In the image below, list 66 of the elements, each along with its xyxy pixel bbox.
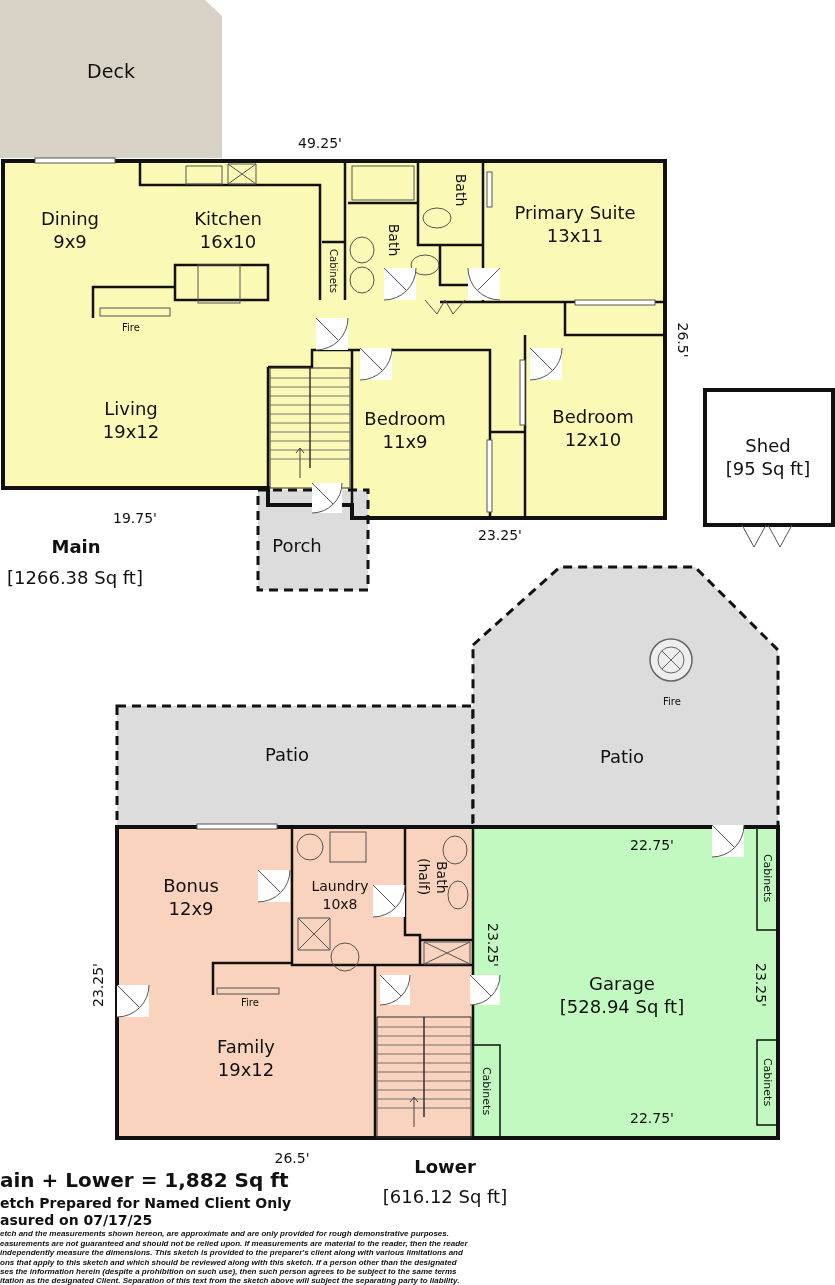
dimension-label: 23.25' <box>89 963 107 1007</box>
total-area: ain + Lower = 1,882 Sq ft <box>0 1168 289 1192</box>
floor-area: [1266.38 Sq ft] <box>7 567 143 589</box>
room-name: Laundry <box>311 877 369 895</box>
cabinets-label: Cabinets <box>760 1057 774 1107</box>
room-name: Deck <box>87 60 135 84</box>
dimension-label: 26.5' <box>274 1149 310 1167</box>
room-name: Bath <box>384 223 402 257</box>
room-dimensions: 16x10 <box>198 230 258 253</box>
room-name: Patio <box>599 745 645 769</box>
patio-area <box>117 706 473 827</box>
floor-name: Main <box>51 536 101 558</box>
room-area: [95 Sq ft] <box>725 457 811 480</box>
disclaimer-line: easurements are not guaranteed and should not be relied upon. If measurements are material to the reader, then the reader <box>0 1238 468 1249</box>
cabinets-label: Cabinets <box>479 1066 493 1116</box>
room-dimensions: 19x12 <box>102 420 160 443</box>
room-dimensions: 11x9 <box>381 430 429 453</box>
room-dimensions: 9x9 <box>52 230 88 253</box>
disclaimer-line: independently measure the dimensions. This sketch is provided to the preparer's client along with various limitations and <box>0 1248 463 1258</box>
room-dimensions: 12x10 <box>563 428 623 451</box>
room-name: Bath (half) <box>415 857 450 898</box>
disclaimer-line: ses the information herein (despite a prohibition on such use), then such person agrees to be subject to the same terms <box>0 1267 457 1277</box>
room-name: Bedroom <box>364 407 446 430</box>
room-name: Garage <box>588 972 656 995</box>
dimension-label: 23.25' <box>484 923 502 967</box>
floor-name: Lower <box>414 1156 476 1178</box>
dimension-label: 26.5' <box>674 322 692 358</box>
porch-area <box>258 490 368 590</box>
room-dimensions: 10x8 <box>321 895 359 913</box>
dimension-label: 22.75' <box>630 1109 674 1127</box>
disclaimer-line: etch and the measurements shown hereon, are approximate and are only provided for rough demonstrative purposes. <box>0 1229 449 1239</box>
note: etch Prepared for Named Client Only <box>0 1194 292 1212</box>
room-name: Primary Suite <box>514 201 636 224</box>
deck-area <box>0 0 222 158</box>
room-name: Kitchen <box>194 207 262 230</box>
cabinet-area <box>757 1040 778 1125</box>
dimension-label: 23.25' <box>752 963 770 1007</box>
cabinets-label: Cabinets <box>760 853 774 903</box>
fireplace-label: Fire <box>241 997 259 1009</box>
shed-area <box>705 390 833 525</box>
floor-area: [616.12 Sq ft] <box>382 1186 508 1208</box>
dimension-label: 22.75' <box>630 836 674 854</box>
patio-area <box>473 567 778 827</box>
room-area: [528.94 Sq ft] <box>559 995 685 1018</box>
fireplace-label: Fire <box>663 696 681 708</box>
room-name: Porch <box>272 534 322 558</box>
room-name: Bedroom <box>552 405 634 428</box>
fireplace-label: Fire <box>122 322 140 334</box>
disclaimer-line: ons that apply to this sketch and which should be reviewed along with this sketch. If a person other than the designated <box>0 1257 457 1268</box>
note: asured on 07/17/25 <box>0 1211 153 1229</box>
room-name: Dining <box>40 207 100 230</box>
room-dimensions: 13x11 <box>545 224 605 247</box>
room-name: Family <box>217 1035 275 1058</box>
dimension-label: 23.25' <box>478 526 522 544</box>
cabinets-label: Cabinets <box>327 249 340 293</box>
dimension-label: 19.75' <box>113 509 157 527</box>
room-name: Living <box>103 397 159 420</box>
room-name: Bonus <box>163 874 219 897</box>
room-name: Bath <box>451 173 469 207</box>
cabinet-area <box>473 1045 500 1138</box>
dimension-label: 49.25' <box>298 134 342 152</box>
room-name: Patio <box>264 743 310 767</box>
room-name: Shed <box>744 434 792 457</box>
disclaimer-line: itation as the designated Client. Separation of this text from the sketch above will subject the separating party to liability. <box>0 1276 460 1285</box>
room-dimensions: 19x12 <box>217 1058 275 1081</box>
room-dimensions: 12x9 <box>167 897 215 920</box>
